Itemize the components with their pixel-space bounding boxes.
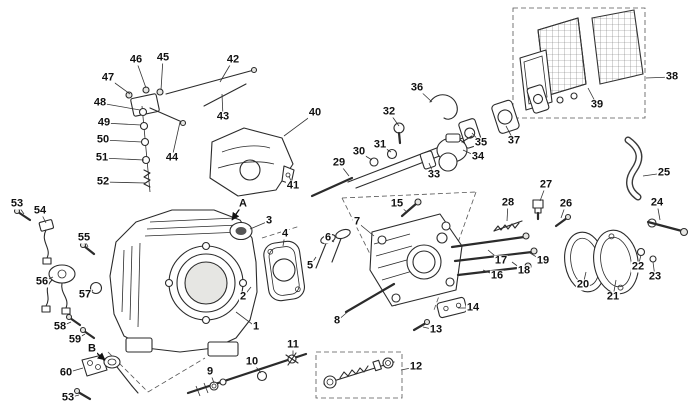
part-label-28: 28 [500,196,516,209]
part-label-1: 1 [251,320,261,333]
breather-tube-drawing [624,136,643,201]
crankcase-drawing [109,209,258,357]
part-label-B: B [87,342,97,355]
part-label-13: 13 [428,323,444,336]
part-label-4: 4 [280,227,290,240]
part-label-A: A [238,197,248,210]
part-label-42: 42 [225,53,241,66]
part-label-37: 37 [506,134,522,147]
part-label-49: 49 [96,116,112,129]
part-label-23: 23 [647,270,663,283]
part-label-34: 34 [470,150,486,163]
part-label-40: 40 [307,106,323,119]
part-label-38: 38 [664,70,680,83]
part-label-16: 16 [489,269,505,282]
leader-line-44 [171,121,181,159]
part-label-15: 15 [389,197,405,210]
part-label-33: 33 [426,168,442,181]
part-label-57: 57 [77,288,93,301]
part-label-27: 27 [538,178,554,191]
part-label-9: 9 [205,365,215,378]
part-label-53: 53 [9,197,25,210]
part-label-54: 54 [32,204,48,217]
part-label-26: 26 [558,197,574,210]
part-label-35: 35 [473,136,489,149]
oil-sensor-parts-drawing [13,207,139,401]
part-label-48: 48 [92,96,108,109]
part-label-55: 55 [76,231,92,244]
part-label-32: 32 [381,105,397,118]
part-label-18: 18 [516,264,532,277]
part-label-56: 56 [34,275,50,288]
part-label-25: 25 [656,166,672,179]
part-label-19: 19 [535,254,551,267]
part-label-51: 51 [94,151,110,164]
part-label-6: 6 [323,231,333,244]
part-label-30: 30 [351,145,367,158]
part-label-60: 60 [58,366,74,379]
part-label-50: 50 [95,133,111,146]
cylinder-head-drawing [369,213,463,307]
part-label-5: 5 [305,259,315,272]
part-label-20: 20 [575,278,591,291]
misc-hardware-drawing [412,296,468,332]
part-label-44: 44 [164,151,180,164]
part-label-36: 36 [409,81,425,94]
part-label-11: 11 [286,338,300,351]
governor-linkage-drawing [125,66,258,193]
fan-shroud-drawing [209,127,295,197]
part-label-14: 14 [465,301,481,314]
part-label-22: 22 [630,260,646,273]
leader-line-52 [102,181,147,184]
part-label-43: 43 [215,110,231,123]
part-label-17: 17 [493,254,509,267]
part-label-8: 8 [332,314,342,327]
head-gasket-drawing [263,240,305,302]
oil-pump-assembly-drawing [315,351,403,399]
part-label-39: 39 [589,98,605,111]
part-label-29: 29 [331,156,347,169]
part-label-52: 52 [95,175,111,188]
part-label-24: 24 [649,196,665,209]
head-bolts-drawing [344,198,572,314]
part-label-59: 59 [67,333,83,346]
part-label-31: 31 [372,138,388,151]
part-label-3: 3 [264,214,274,227]
part-label-21: 21 [605,290,621,303]
part-label-58: 58 [52,320,68,333]
part-label-53: 53 [60,391,76,404]
part-label-46: 46 [128,53,144,66]
part-label-47: 47 [100,71,116,84]
part-label-7: 7 [352,215,362,228]
part-label-12: 12 [408,360,424,373]
air-filter-assembly-drawing [512,7,646,119]
oil-seal-drawing [229,221,253,241]
rocker-cover-drawing [564,218,689,295]
part-label-2: 2 [238,290,248,303]
part-label-41: 41 [285,179,301,192]
part-label-10: 10 [244,355,260,368]
part-label-45: 45 [155,51,171,64]
